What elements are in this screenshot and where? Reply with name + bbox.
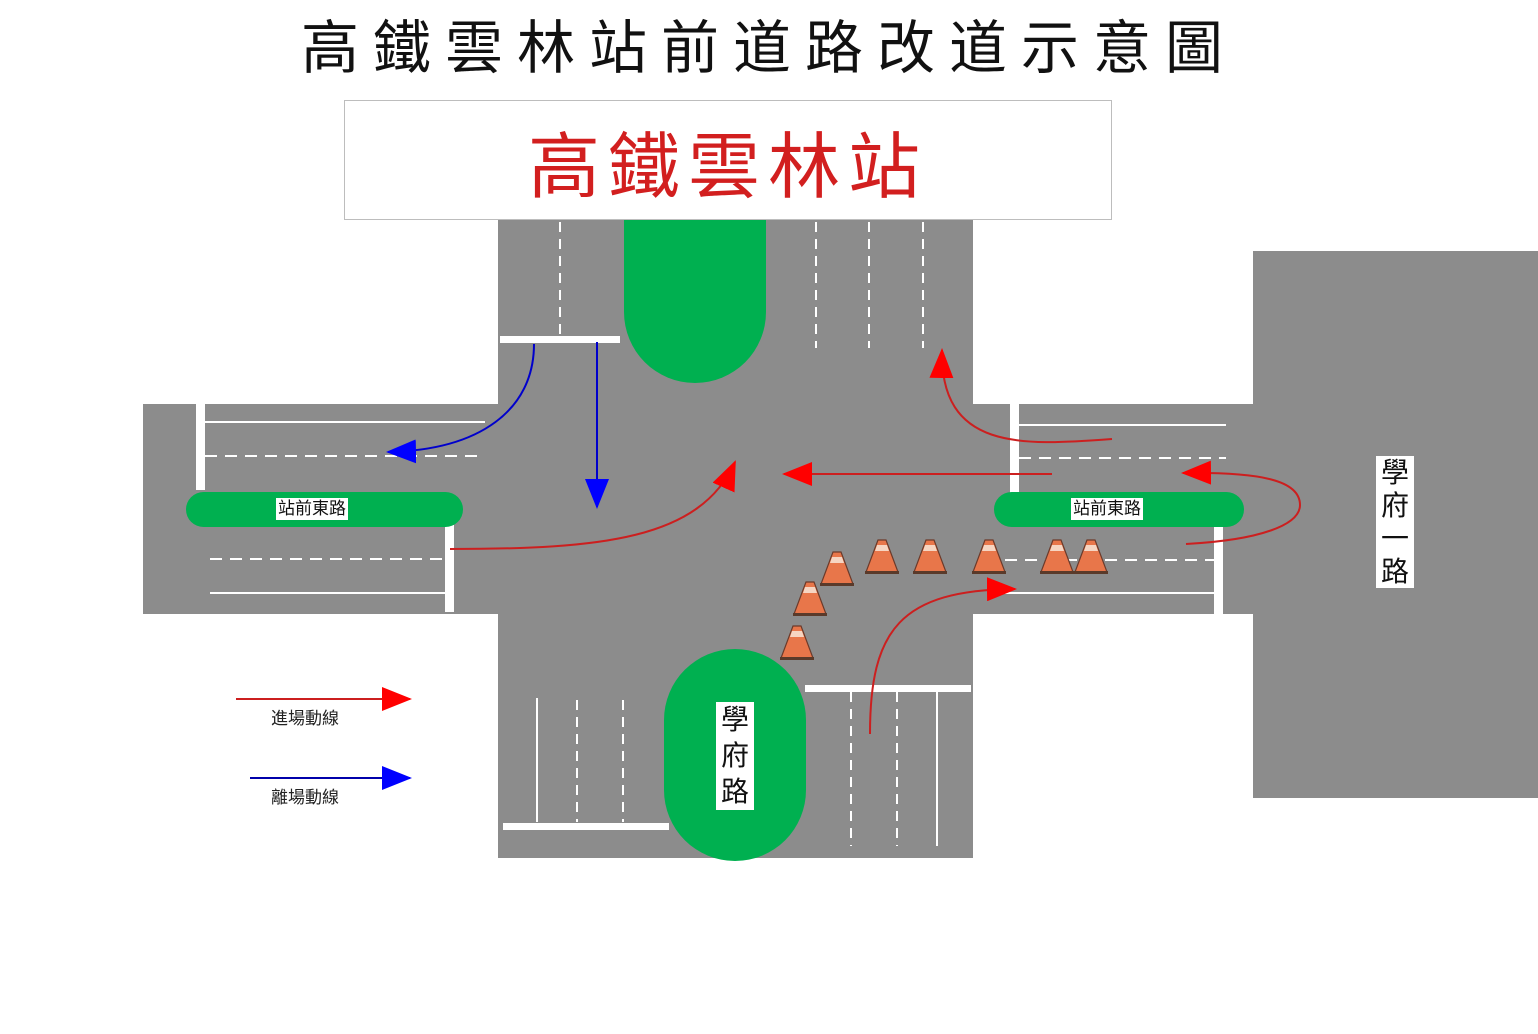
- road-label-west: 站前東路: [276, 498, 348, 520]
- south-lane-markings: [503, 685, 971, 846]
- station-sign-text: 高鐵雲林站: [527, 124, 928, 209]
- road-label-east-side: 學 府 一 路: [1376, 456, 1414, 588]
- west-lane-markings: [196, 404, 485, 612]
- north-lane-markings: [500, 222, 924, 348]
- diagram-title: 高鐵雲林站前道路改道示意圖: [300, 14, 1237, 82]
- east-lane-markings: [1005, 404, 1226, 614]
- legend-exit-label: 離場動線: [271, 788, 339, 808]
- road-label-east: 站前東路: [1071, 498, 1143, 520]
- road-surface: [143, 220, 1538, 858]
- legend-entry-label: 進場動線: [271, 709, 339, 729]
- legend-arrows: [236, 687, 412, 790]
- station-sign: 高鐵雲林站: [344, 100, 1112, 220]
- north-median: [624, 220, 766, 383]
- road-label-south: 學 府 路: [716, 702, 754, 810]
- exit-routes: [386, 342, 609, 509]
- entry-routes: [449, 348, 1302, 735]
